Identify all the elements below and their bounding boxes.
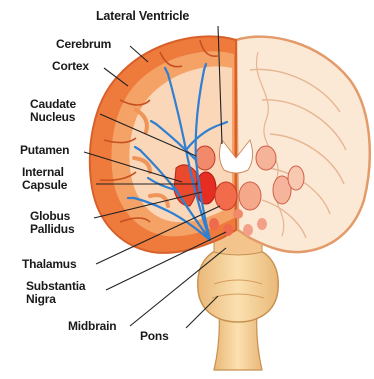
label-substantia-line2: Nigra	[26, 293, 85, 306]
right-hemisphere	[236, 37, 370, 252]
brainstem	[198, 227, 279, 370]
label-cortex: Cortex	[52, 60, 89, 73]
label-midbrain: Midbrain	[68, 320, 116, 333]
label-putamen: Putamen	[20, 144, 69, 157]
label-lateral-ventricle: Lateral Ventricle	[96, 10, 189, 23]
label-thalamus: Thalamus	[22, 258, 76, 271]
caudate-nucleus-right	[256, 146, 276, 170]
thalamus-left	[215, 182, 237, 210]
label-globus-pallidus: Globus Pallidus	[30, 210, 74, 236]
label-caudate-nucleus: Caudate Nucleus	[30, 98, 76, 124]
label-pons: Pons	[140, 330, 169, 343]
label-capsule-line2: Capsule	[22, 179, 67, 192]
label-cerebrum: Cerebrum	[56, 38, 111, 51]
label-caudate-line2: Nucleus	[30, 111, 76, 124]
label-internal-capsule: Internal Capsule	[22, 166, 67, 192]
label-globus-line2: Pallidus	[30, 223, 74, 236]
thalamus-right	[239, 182, 261, 210]
caudate-nucleus-shape	[195, 146, 215, 170]
pons-shape	[198, 246, 279, 322]
label-substantia-nigra: Substantia Nigra	[26, 280, 85, 306]
